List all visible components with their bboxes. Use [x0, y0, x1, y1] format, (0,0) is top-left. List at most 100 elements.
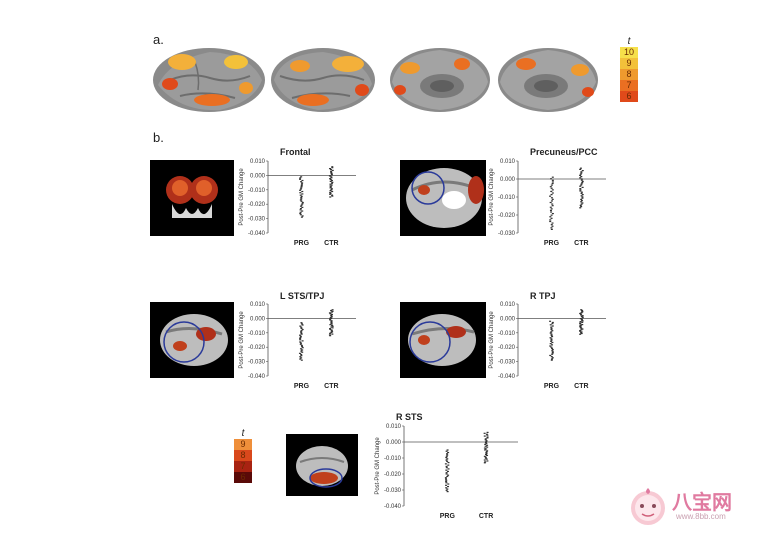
data-point: [485, 440, 488, 442]
data-point: [581, 317, 584, 319]
data-point: [579, 318, 582, 320]
data-point: [550, 208, 553, 210]
data-point: [300, 359, 303, 361]
data-point: [551, 321, 554, 324]
data-point: [330, 186, 333, 188]
data-point: [483, 447, 486, 449]
data-point: [580, 309, 583, 312]
data-point: [580, 195, 583, 197]
data-point: [550, 190, 553, 193]
data-point: [329, 191, 332, 194]
colorbar-a-tick: 6: [620, 91, 638, 102]
data-point: [549, 320, 552, 322]
watermark-url: www.8bb.com: [676, 512, 726, 521]
data-point: [580, 184, 583, 186]
data-point: [446, 475, 449, 478]
y-axis-label: Post-Pre GM Change: [375, 437, 381, 495]
scatter-plot-rsts: Post-Pre GM Change0.0100.000-0.010-0.020…: [375, 424, 518, 520]
data-point: [550, 328, 553, 331]
y-tick-label: -0.020: [248, 202, 266, 208]
data-point: [300, 204, 303, 206]
data-point: [581, 197, 584, 199]
data-point: [550, 333, 553, 335]
data-point: [329, 183, 332, 185]
data-point: [551, 323, 554, 325]
y-axis-label: Post-Pre GM Change: [489, 168, 495, 226]
y-axis-label: Post-Pre GM Change: [239, 168, 245, 226]
data-point: [550, 334, 553, 337]
data-point: [550, 227, 553, 229]
data-point: [581, 320, 584, 322]
data-point: [299, 177, 302, 179]
data-point: [330, 174, 333, 176]
data-point: [550, 194, 553, 196]
data-point: [549, 219, 552, 221]
data-point: [579, 322, 582, 324]
data-point: [486, 434, 489, 436]
data-point: [330, 320, 333, 323]
data-point: [486, 460, 489, 462]
colorbar-b-tick: 7: [234, 461, 252, 472]
data-point: [301, 206, 304, 208]
brain-surface-left-medial: [390, 48, 490, 112]
y-tick-label: -0.020: [248, 345, 266, 351]
data-point: [579, 326, 582, 329]
scatter-plot-precuneus: Post-Pre GM Change0.0100.000-0.010-0.020…: [489, 159, 606, 247]
data-point: [329, 185, 332, 187]
data-point: [330, 173, 333, 175]
y-tick-label: -0.040: [248, 231, 266, 237]
data-point: [579, 313, 582, 315]
category-label: PRG: [440, 513, 456, 520]
data-point: [550, 346, 553, 348]
data-point: [299, 188, 302, 190]
data-point: [551, 325, 554, 327]
data-point: [330, 315, 333, 317]
data-point: [301, 193, 304, 195]
data-point: [331, 167, 334, 169]
data-point: [551, 222, 554, 224]
scan-lsts: [150, 302, 234, 378]
data-point: [331, 324, 334, 327]
data-point: [301, 324, 304, 326]
data-point: [486, 454, 489, 457]
data-point: [484, 453, 487, 456]
data-point: [446, 458, 449, 460]
data-point: [300, 216, 303, 218]
data-point: [331, 309, 334, 311]
data-point: [551, 357, 554, 359]
panel-label-a: a.: [153, 32, 164, 47]
data-point: [578, 325, 581, 327]
data-point: [550, 197, 553, 199]
data-point: [549, 206, 552, 208]
data-point: [331, 195, 334, 197]
data-point: [484, 456, 487, 458]
data-point: [300, 176, 303, 178]
y-tick-label: -0.030: [248, 217, 266, 223]
data-point: [446, 470, 449, 473]
data-point: [579, 190, 582, 192]
data-point: [580, 172, 583, 174]
category-label: PRG: [294, 240, 310, 247]
data-point: [328, 175, 331, 177]
data-point: [330, 314, 333, 316]
data-point: [580, 332, 583, 334]
data-point: [579, 167, 582, 169]
y-tick-label: -0.010: [384, 456, 402, 462]
category-label: CTR: [479, 513, 493, 520]
data-point: [581, 321, 584, 323]
plot-title-lsts: L STS/TPJ: [280, 291, 325, 301]
colorbar-a-t-label: t: [627, 36, 631, 47]
data-point: [550, 217, 553, 219]
data-point: [300, 350, 303, 352]
data-point: [329, 328, 332, 330]
data-point: [329, 317, 332, 319]
data-point: [299, 209, 302, 211]
data-point: [551, 225, 554, 227]
data-point: [331, 327, 334, 329]
data-point: [549, 343, 552, 345]
plot-title-frontal: Frontal: [280, 147, 311, 157]
data-point: [300, 323, 303, 325]
data-point: [301, 345, 304, 348]
data-point: [549, 216, 552, 218]
